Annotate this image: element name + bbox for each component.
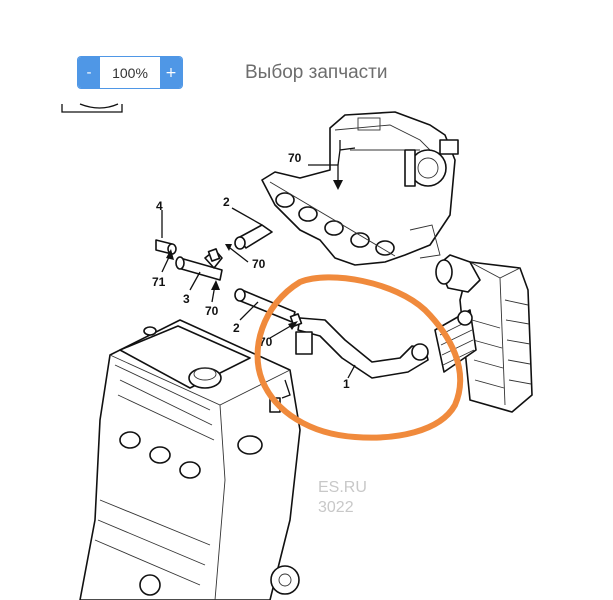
callout-70-low: 70 (205, 304, 219, 318)
air-filter-housing[interactable] (434, 254, 533, 413)
callout-70-top: 70 (288, 151, 302, 165)
callout-1: 1 (343, 377, 350, 391)
hose-2-upper[interactable] (234, 224, 273, 250)
zoom-control: - 100% + (78, 57, 182, 88)
plug-4[interactable] (155, 239, 177, 255)
callout-labels: 70 2 4 70 71 3 70 2 70 1 (152, 151, 350, 391)
leader-lines (161, 140, 356, 379)
page-title: Выбор запчасти (245, 62, 388, 83)
watermark-line-2: 3022 (318, 499, 354, 516)
engine-block[interactable] (79, 319, 301, 600)
callout-70-left: 70 (259, 335, 273, 349)
diagram-fragment (61, 103, 123, 113)
highlight-circle (254, 274, 464, 441)
callout-2-top: 2 (223, 195, 230, 209)
watermark: ES.RU 3022 (318, 479, 367, 516)
intake-manifold[interactable] (261, 111, 459, 266)
zoom-level: 100% (100, 57, 160, 88)
callout-2-low: 2 (233, 321, 240, 335)
callout-4: 4 (156, 199, 163, 213)
callout-3: 3 (183, 292, 190, 306)
breather-hose-1[interactable] (281, 317, 429, 399)
watermark-line-1: ES.RU (318, 479, 367, 496)
callout-71: 71 (152, 275, 166, 289)
zoom-out-button[interactable]: - (78, 57, 100, 88)
zoom-in-button[interactable]: + (160, 57, 182, 88)
callout-70-mid: 70 (252, 257, 266, 271)
